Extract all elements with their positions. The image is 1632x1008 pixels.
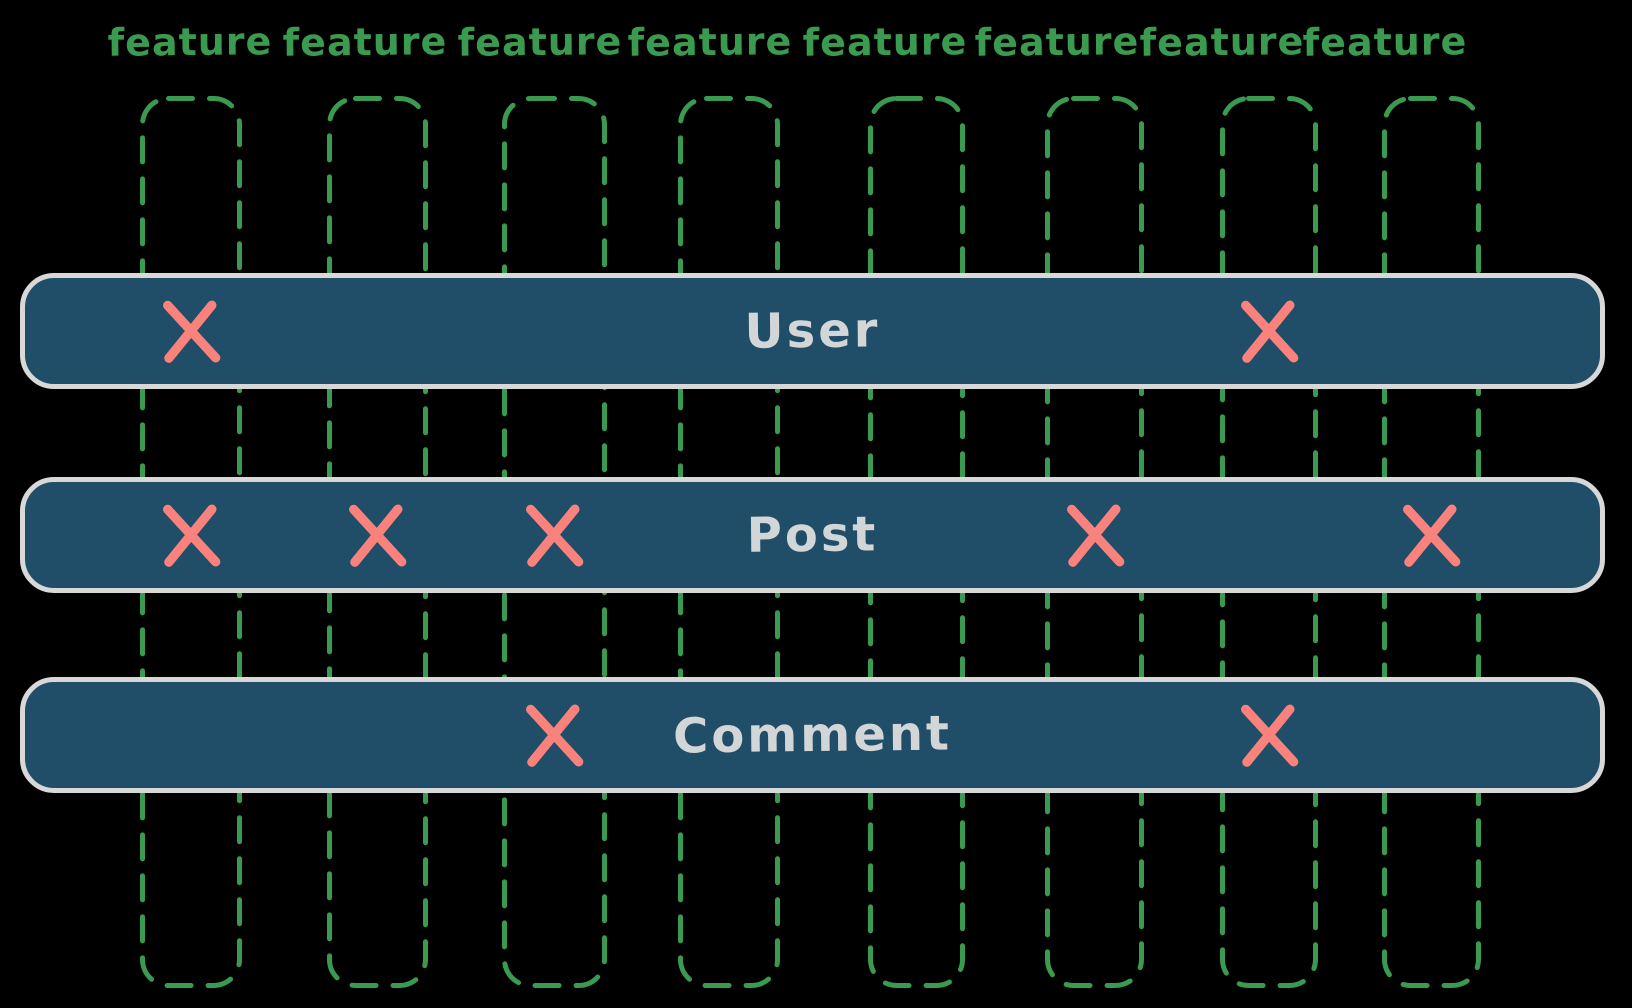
entity-row-label: User xyxy=(744,302,881,360)
x-mark xyxy=(343,501,411,569)
x-mark xyxy=(1235,701,1303,769)
feature-column-label: feature xyxy=(107,19,273,65)
feature-column-label: feature xyxy=(1139,19,1305,65)
x-mark xyxy=(1061,501,1129,569)
feature-column-label: feature xyxy=(802,19,968,65)
entity-row-post: Post xyxy=(20,477,1605,593)
entity-row-comment: Comment xyxy=(20,677,1605,793)
x-mark xyxy=(157,501,225,569)
entity-row-user: User xyxy=(20,273,1605,389)
x-mark xyxy=(1397,501,1465,569)
feature-column-label: feature xyxy=(282,19,448,65)
x-mark xyxy=(520,501,588,569)
feature-column-label: feature xyxy=(1302,19,1468,65)
x-mark xyxy=(520,701,588,769)
entity-row-label: Comment xyxy=(672,705,953,765)
x-mark xyxy=(157,297,225,365)
feature-column-label: feature xyxy=(457,19,623,65)
entity-row-label: Post xyxy=(746,506,879,564)
feature-column-label: feature xyxy=(627,19,793,65)
x-mark xyxy=(1235,297,1303,365)
feature-column-label: feature xyxy=(974,19,1140,65)
